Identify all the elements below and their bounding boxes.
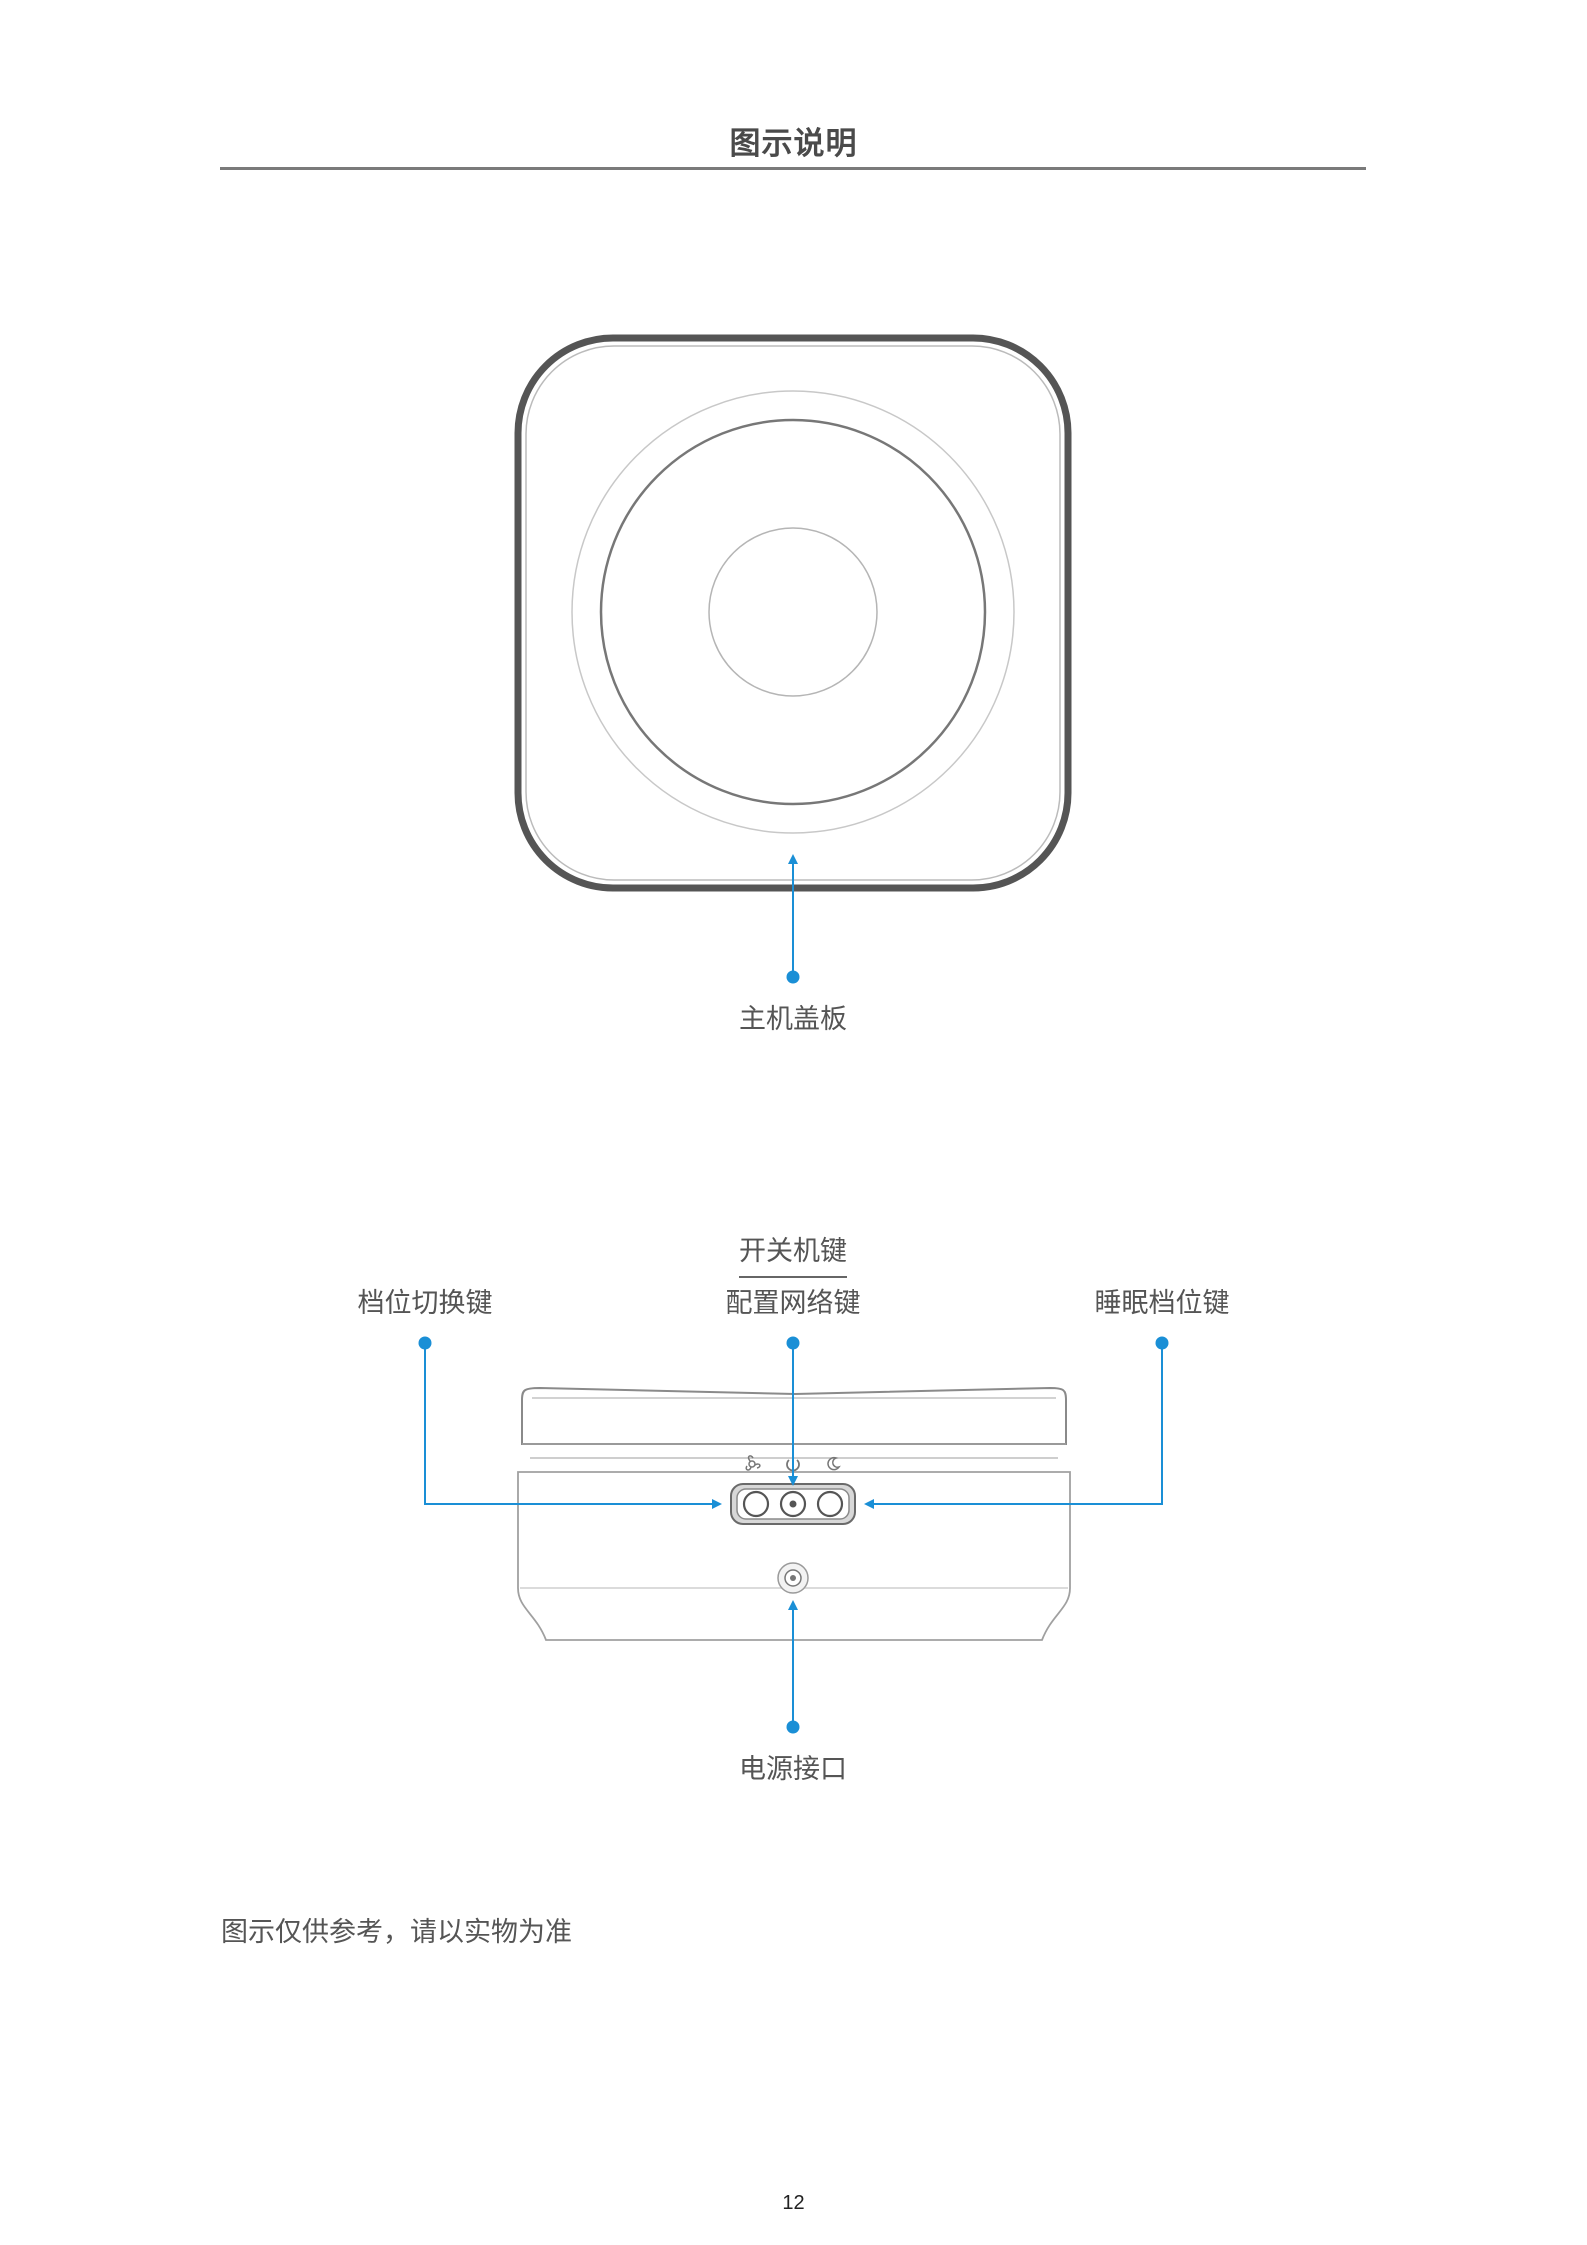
moon-icon — [827, 1456, 841, 1471]
title-divider — [220, 167, 1366, 170]
fan-icon — [745, 1455, 761, 1471]
power-port — [777, 1562, 809, 1594]
gear-key-callout — [418, 1336, 722, 1509]
cover-label: 主机盖板 — [739, 1004, 847, 1035]
page-title: 图示说明 — [729, 126, 858, 162]
reference-note: 图示仅供参考，请以实物为准 — [221, 1917, 572, 1948]
key-panel — [730, 1483, 856, 1525]
power-key-label: 开关机键 — [739, 1229, 847, 1278]
device-top-view — [514, 334, 1072, 892]
power-port-callout — [786, 1600, 800, 1734]
sleep-key-label: 睡眠档位键 — [1094, 1288, 1230, 1319]
power-port-label: 电源接口 — [739, 1754, 847, 1785]
device-side-view — [517, 1386, 1071, 1641]
network-key-label: 配置网络键 — [725, 1288, 861, 1319]
gear-key-label: 档位切换键 — [357, 1288, 493, 1319]
page-number: 12 — [782, 2192, 805, 2214]
sleep-key-callout — [864, 1336, 1169, 1509]
power-network-key-callout — [786, 1336, 800, 1486]
cover-callout — [786, 854, 800, 984]
